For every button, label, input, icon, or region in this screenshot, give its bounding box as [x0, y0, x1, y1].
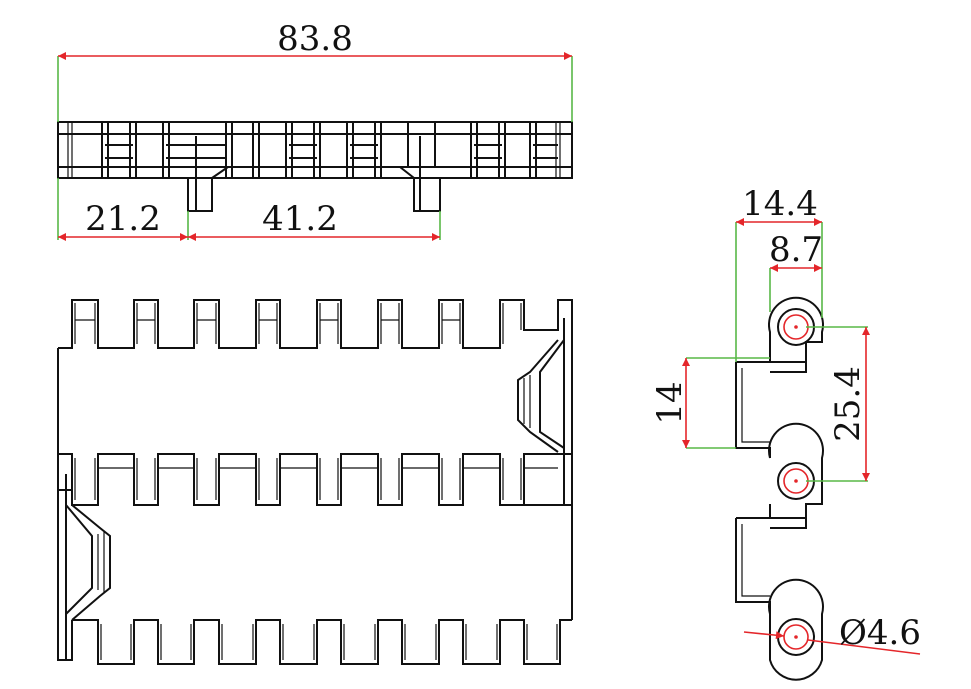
side-view: 14.4 8.7 14 25.4 Ø4.6: [650, 184, 921, 681]
dim-pitch: 25.4: [828, 366, 868, 442]
dim-tab-height: 14: [650, 381, 690, 424]
top-view-tabs: [187, 122, 441, 212]
top-view: 83.8 21.2 41.2: [57, 19, 573, 241]
dim-tab-spacing: 41.2: [262, 199, 338, 239]
dim-side-width: 14.4: [742, 184, 818, 224]
front-view: [57, 299, 573, 665]
dim-pitch-offset: 8.7: [769, 230, 823, 270]
dim-overall-length: 83.8: [277, 19, 353, 59]
pin-hole-bottom: [777, 618, 815, 656]
top-view-teeth: [67, 122, 561, 178]
dim-hole-diameter: Ø4.6: [839, 613, 921, 653]
dim-offset-first-tab: 21.2: [85, 199, 161, 239]
